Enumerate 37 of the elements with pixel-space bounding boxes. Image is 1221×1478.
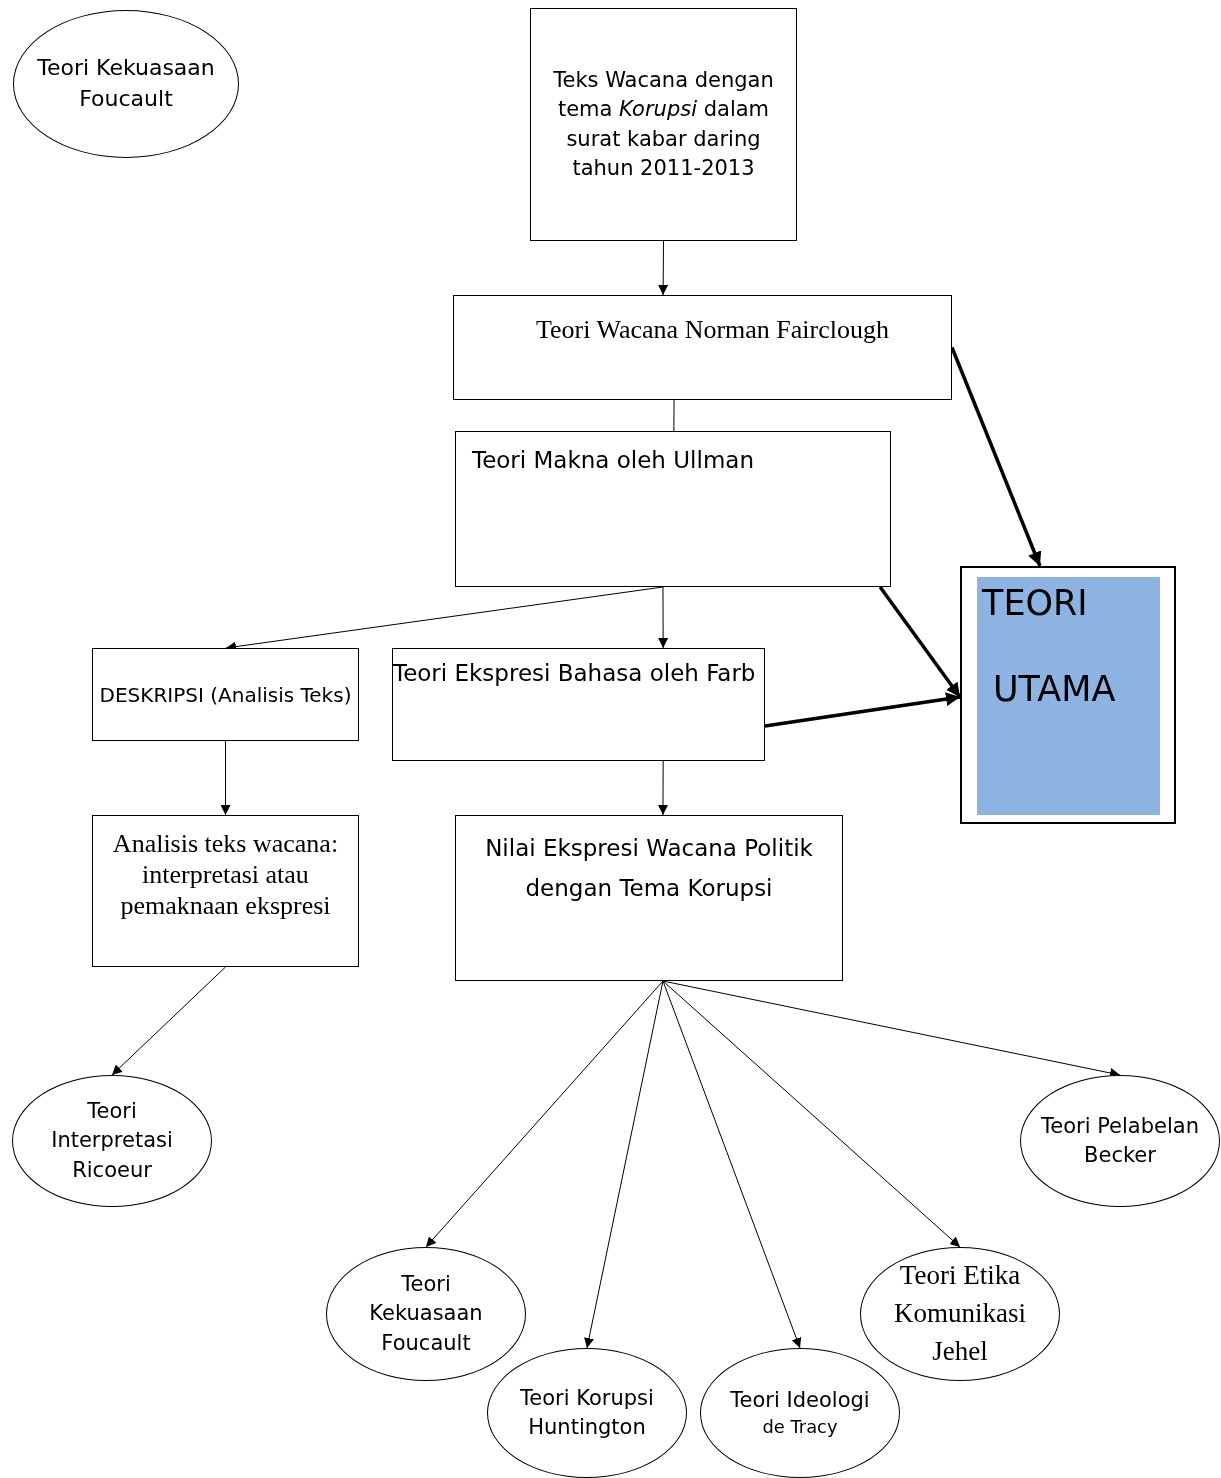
node-text: DESKRIPSI (Analisis Teks)	[99, 681, 352, 709]
node-text: Teori Kekuasaan Foucault	[36, 54, 216, 113]
highlight-box	[960, 566, 1176, 824]
arrow	[220, 740, 231, 816]
process-box	[530, 8, 797, 241]
node-text: Teks Wacana dengan tema Korupsi dalam surat kabar daring tahun 2011-2013	[552, 66, 775, 182]
process-box	[392, 648, 765, 761]
arrow	[658, 240, 669, 296]
node-text: Nilai Ekspresi Wacana Politik dengan Tema Korupsi	[484, 834, 814, 904]
node-text: TEORI	[982, 583, 1088, 623]
arrow	[662, 980, 802, 1349]
node-text: Teori Wacana Norman Fairclough	[535, 314, 890, 346]
process-box	[455, 815, 843, 981]
process-box	[453, 295, 952, 400]
node-text: Teori Makna oleh Ullman	[472, 446, 755, 475]
node-text: UTAMA	[993, 669, 1116, 709]
node-text: Teori Etika Komunikasi Jehel	[893, 1259, 1027, 1368]
arrow	[950, 346, 1042, 567]
node-text: Teori Korupsi Huntington	[519, 1384, 655, 1441]
arrow	[425, 980, 664, 1248]
arrow	[662, 980, 961, 1248]
node-text: Teori Ideologi	[730, 1386, 870, 1414]
arrow	[584, 980, 664, 1349]
arrow	[111, 966, 226, 1076]
process-box	[455, 431, 891, 587]
node-text: Teori Kekuasaan Foucault	[368, 1270, 484, 1357]
node-text: Analisis teks wacana: interpretasi atau pemaknaan ekspresi	[111, 828, 340, 922]
node-text: Teori Interpretasi Ricoeur	[50, 1097, 174, 1184]
process-box	[92, 648, 359, 741]
arrow	[764, 692, 961, 728]
arrow	[658, 760, 668, 816]
arrow	[878, 585, 962, 699]
node-text: Teori Ekspresi Bahasa oleh Farb	[393, 659, 757, 688]
node-text: Teori Pelabelan Becker	[1040, 1112, 1200, 1169]
process-box	[92, 815, 359, 967]
arrow	[658, 586, 669, 649]
node-text: de Tracy	[762, 1415, 838, 1440]
